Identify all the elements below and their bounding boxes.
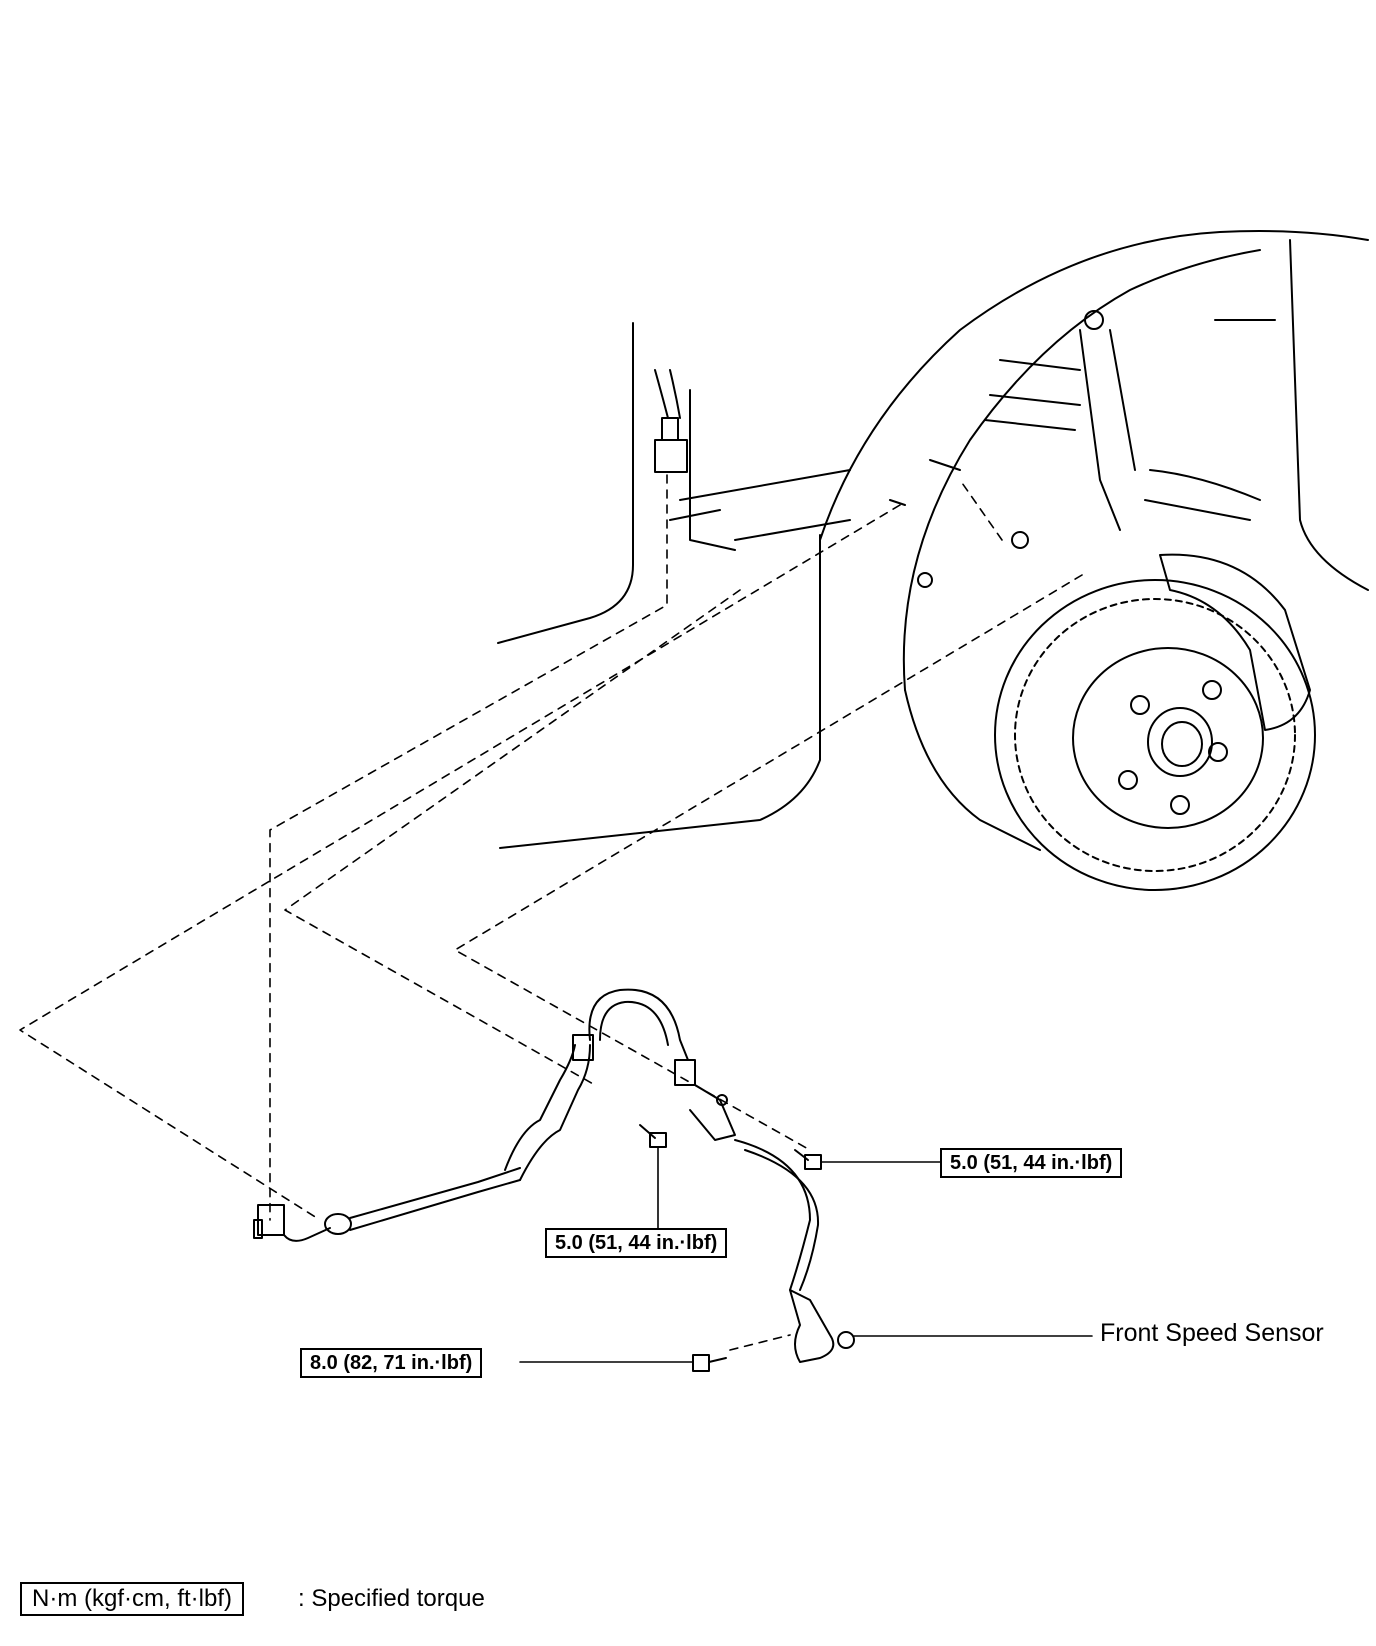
bolt-center [639,1124,667,1148]
callout-leaders [519,1146,1093,1363]
torque-unit-legend-box: N·m (kgf·cm, ft·lbf) [20,1582,244,1616]
torque-callout-lower-left: 8.0 (82, 71 in.·lbf) [300,1348,483,1378]
torque-callout-upper-right: 5.0 (51, 44 in.·lbf) [940,1148,1123,1178]
torque-callout-center: 5.0 (51, 44 in.·lbf) [545,1228,728,1258]
connector-installed [654,369,688,473]
leader-lines [19,474,1083,1351]
speed-sensor-harness [253,988,855,1363]
torque-legend-description: : Specified torque [298,1585,485,1612]
vehicle-body-outline [497,230,1369,851]
brake-disc-assembly [994,579,1316,891]
bolt-upper-right [794,1149,822,1170]
bolt-lower-left [692,1354,727,1372]
front-speed-sensor-label: Front Speed Sensor [1100,1319,1324,1347]
